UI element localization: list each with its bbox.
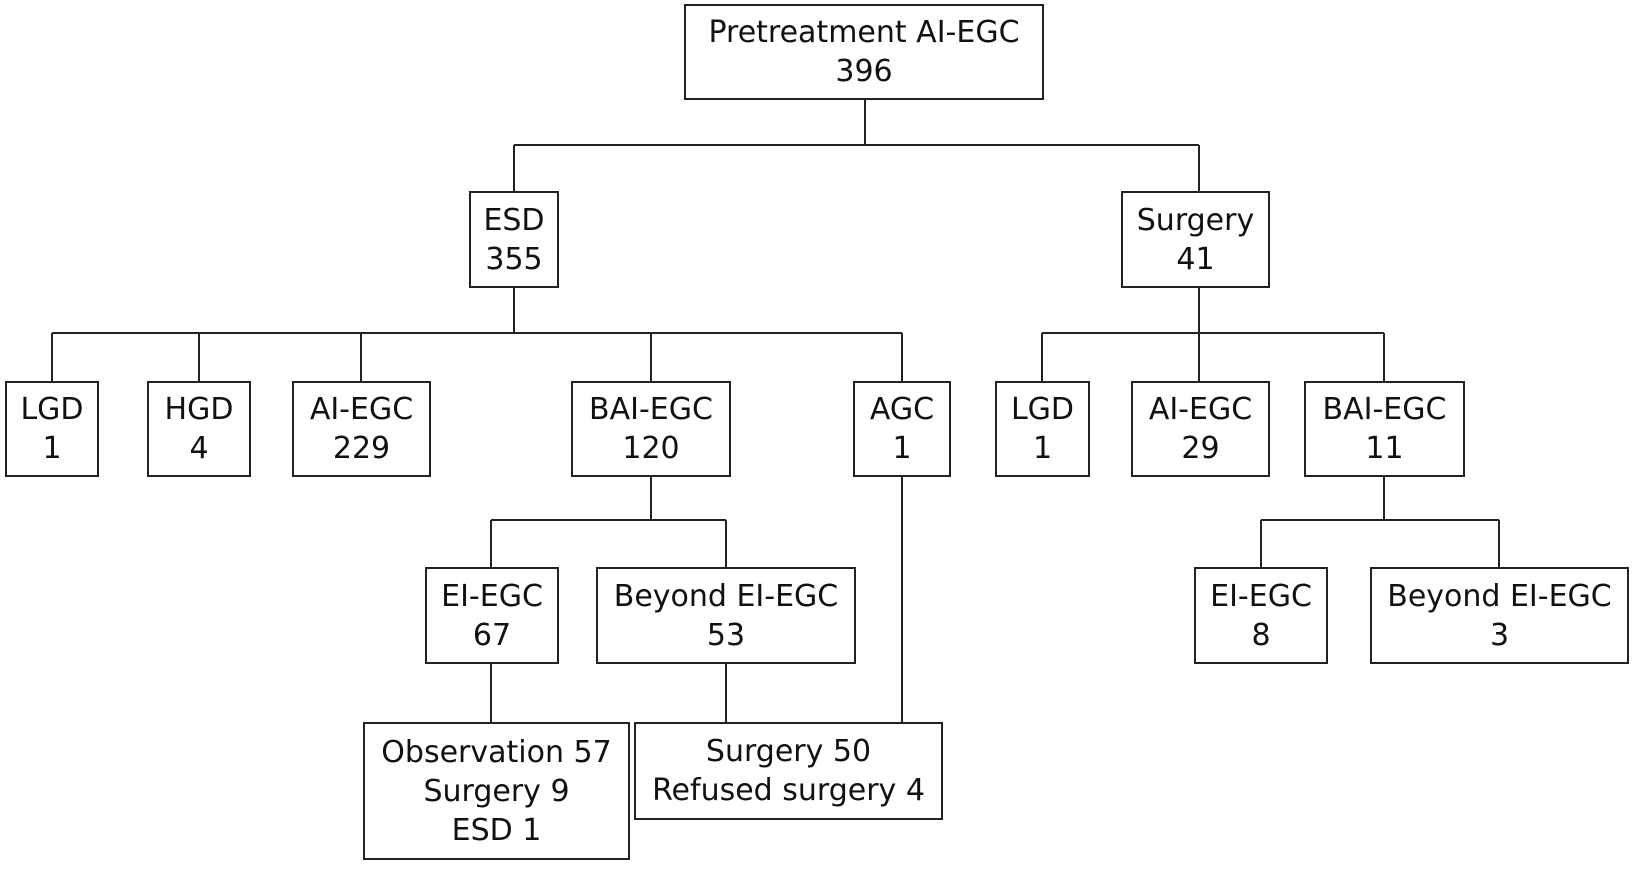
node-count: 4 xyxy=(189,431,209,466)
outcome-line: ESD 1 xyxy=(451,812,542,848)
node-esd: ESD 355 xyxy=(469,191,559,288)
outcome-line: Surgery 9 xyxy=(423,773,570,809)
node-label: BAI-EGC xyxy=(589,392,713,427)
node-outcome-beyond-ei-egc: Surgery 50 Refused surgery 4 xyxy=(634,722,943,820)
node-surgery-ai-egc: AI-EGC 29 xyxy=(1131,381,1270,477)
outcome-line: Observation 57 xyxy=(381,734,612,770)
node-label: Surgery xyxy=(1136,202,1255,238)
outcome-line: Surgery 50 xyxy=(705,734,872,769)
node-count: 396 xyxy=(835,54,893,89)
node-count: 8 xyxy=(1251,617,1271,653)
node-label: Beyond EI-EGC xyxy=(1387,578,1612,614)
node-pretreatment-ai-egc: Pretreatment AI-EGC 396 xyxy=(684,4,1044,100)
node-count: 229 xyxy=(332,431,391,466)
node-count: 53 xyxy=(706,617,746,653)
node-esd-lgd: LGD 1 xyxy=(5,381,99,477)
node-count: 120 xyxy=(622,431,680,466)
node-esd-agc: AGC 1 xyxy=(853,381,951,477)
outcome-line: Refused surgery 4 xyxy=(652,773,925,808)
node-count: 1 xyxy=(1032,431,1053,466)
node-label: EI-EGC xyxy=(441,578,543,614)
node-label: EI-EGC xyxy=(1210,578,1312,614)
node-label: AGC xyxy=(869,392,935,427)
node-label: AI-EGC xyxy=(1148,392,1253,427)
node-label: LGD xyxy=(20,392,84,427)
node-esd-hgd: HGD 4 xyxy=(147,381,251,477)
node-esd-beyond-ei-egc: Beyond EI-EGC 53 xyxy=(596,567,856,664)
node-esd-bai-egc: BAI-EGC 120 xyxy=(571,381,731,477)
node-surgery-beyond-ei-egc: Beyond EI-EGC 3 xyxy=(1370,567,1629,664)
node-label: AI-EGC xyxy=(309,392,414,427)
node-surgery-lgd: LGD 1 xyxy=(995,381,1090,477)
node-label: BAI-EGC xyxy=(1322,392,1447,427)
node-label: Beyond EI-EGC xyxy=(613,578,839,614)
node-esd-ai-egc: AI-EGC 229 xyxy=(292,381,431,477)
node-surgery-ei-egc: EI-EGC 8 xyxy=(1194,567,1328,664)
node-esd-ei-egc: EI-EGC 67 xyxy=(425,567,559,664)
node-count: 29 xyxy=(1181,431,1220,466)
node-surgery-bai-egc: BAI-EGC 11 xyxy=(1304,381,1465,477)
node-label: Pretreatment AI-EGC xyxy=(708,15,1020,50)
node-surgery: Surgery 41 xyxy=(1121,191,1270,288)
node-count: 1 xyxy=(42,431,62,466)
node-outcome-ei-egc: Observation 57 Surgery 9 ESD 1 xyxy=(363,722,630,860)
node-label: LGD xyxy=(1010,392,1075,427)
node-label: ESD xyxy=(483,202,545,238)
node-count: 1 xyxy=(892,431,912,466)
node-count: 11 xyxy=(1365,431,1404,466)
node-label: HGD xyxy=(164,392,234,427)
node-count: 3 xyxy=(1489,617,1510,653)
node-count: 355 xyxy=(485,241,543,277)
node-count: 41 xyxy=(1176,241,1215,277)
node-count: 67 xyxy=(472,617,512,653)
